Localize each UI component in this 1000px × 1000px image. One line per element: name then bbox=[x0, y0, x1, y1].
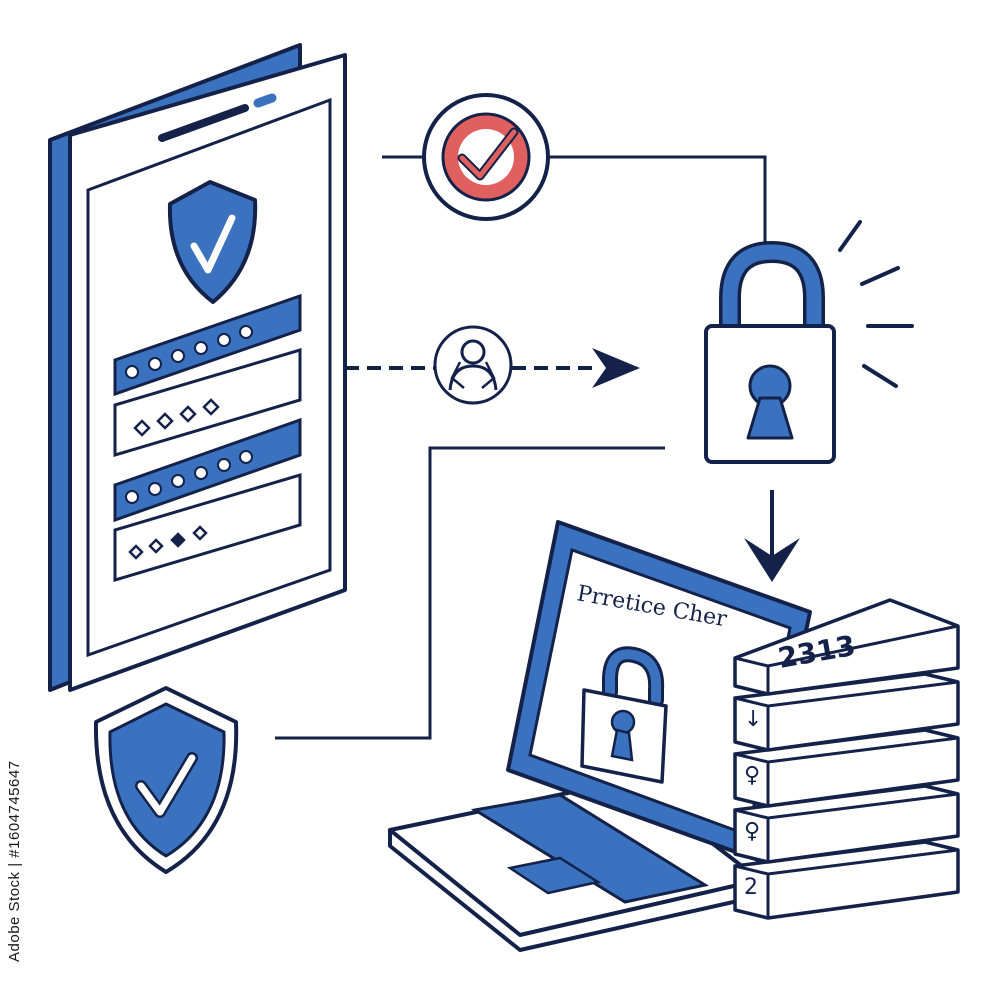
username-field-2 bbox=[113, 417, 302, 523]
server-rack: 2313 ↓ ♀ ♀ 2 bbox=[733, 598, 960, 920]
user-icon bbox=[433, 325, 513, 405]
check-badge-icon bbox=[422, 93, 550, 221]
arrow-right-icon bbox=[592, 348, 640, 388]
password-diamonds bbox=[133, 398, 220, 437]
server-drawer-glyph-3: ♀ bbox=[744, 819, 760, 844]
phone-camera bbox=[253, 93, 277, 108]
laptop-touchpad bbox=[506, 856, 602, 895]
username-field bbox=[113, 293, 302, 397]
password-field-2 bbox=[113, 472, 302, 583]
smartphone bbox=[48, 43, 347, 692]
shield-check-icon bbox=[167, 180, 258, 304]
padlock-icon bbox=[704, 220, 914, 464]
dashed-arrow bbox=[345, 348, 640, 388]
username-dots bbox=[125, 325, 253, 379]
lock-shine-rays bbox=[838, 220, 914, 388]
laptop: Prretice Cher bbox=[388, 520, 812, 952]
server-drawer-glyph-4: 2 bbox=[744, 875, 758, 900]
phone-speaker bbox=[158, 104, 249, 142]
stock-watermark-text: Adobe Stock | #1604745647 bbox=[6, 760, 23, 962]
server-drawer-glyph-2: ♀ bbox=[744, 763, 760, 788]
server-drawer-glyph-1: ↓ bbox=[744, 707, 762, 732]
connector-lines bbox=[275, 155, 767, 740]
login-form bbox=[113, 293, 302, 583]
laptop-padlock-icon bbox=[580, 646, 668, 784]
shield-check-icon-large bbox=[93, 686, 239, 874]
arrow-down-icon bbox=[744, 490, 800, 582]
